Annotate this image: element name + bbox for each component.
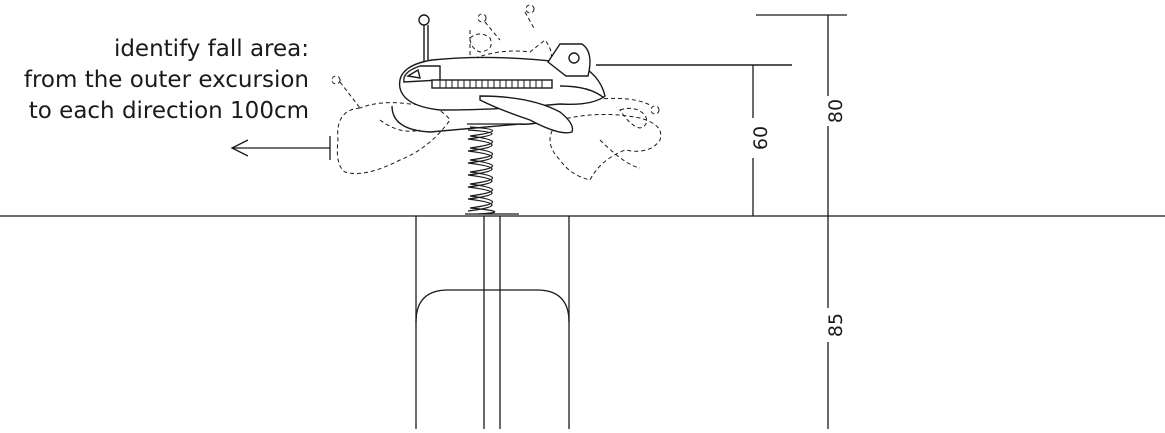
foundation (415, 216, 570, 429)
spring (465, 123, 519, 215)
foundation-depth-label: 85 (825, 313, 847, 337)
fall-area-arrow (230, 136, 331, 160)
total-height-label: 80 (825, 99, 847, 123)
fall-area-annotation: identify fall area: from the outer excur… (24, 34, 309, 127)
seat-height-label: 60 (750, 126, 772, 150)
airplane-rider (391, 14, 792, 134)
total-height-dimension (756, 14, 847, 308)
annotation-line-3: to each direction 100cm (28, 98, 309, 124)
annotation-line-2: from the outer excursion (23, 67, 309, 93)
antenna-tip (418, 14, 430, 26)
annotation-line-1: identify fall area: (113, 36, 309, 62)
